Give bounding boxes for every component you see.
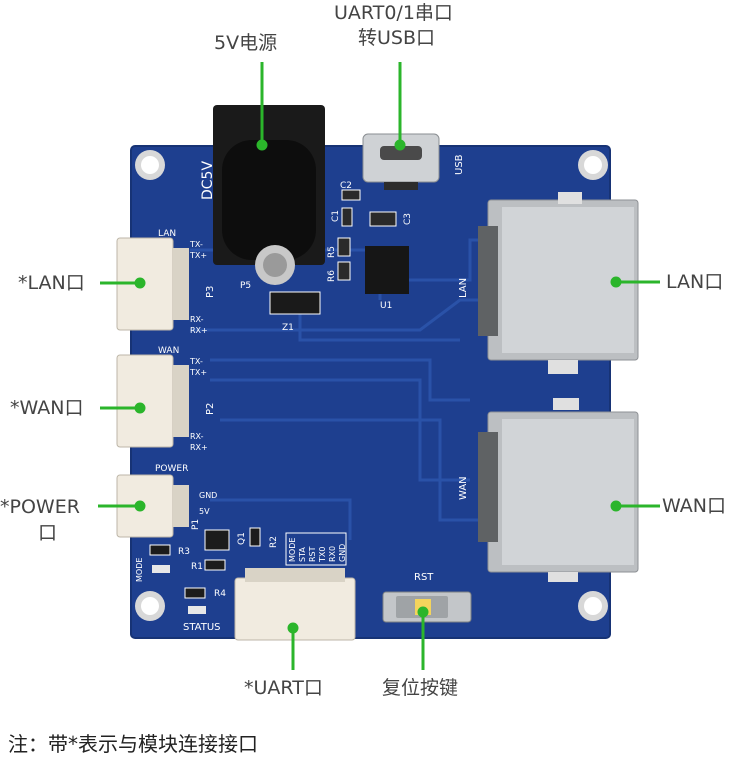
uart-pin-labels: MODE STA RST TX0 RX0 GND: [288, 538, 347, 563]
silk-p3: P3: [205, 286, 216, 298]
callout-power-port-line2: 口: [38, 522, 58, 544]
silk-c2: C2: [340, 181, 352, 191]
callout-power-supply: 5V电源: [214, 32, 278, 54]
smd-lower-components: [149, 527, 261, 599]
silk-r4: R4: [214, 589, 226, 599]
silk-rst: RST: [414, 572, 434, 583]
silk-uart-pin: MODE: [288, 538, 297, 562]
silk-c3: C3: [403, 213, 413, 225]
callout-uart-usb-line1: UART0/1串口: [334, 2, 453, 24]
silk-z1: Z1: [282, 323, 294, 333]
silk-uart-pin: STA: [298, 547, 307, 562]
wan-rj45-jack: [478, 398, 639, 582]
mounting-holes: [135, 150, 608, 621]
silk-usb: USB: [454, 154, 465, 175]
silk-uart-pin: RST: [308, 546, 317, 562]
silk-r5: R5: [327, 246, 337, 258]
smd-components: [337, 189, 397, 281]
silk-q1: Q1: [237, 532, 247, 545]
callout-uart-usb-line2: 转USB口: [358, 27, 436, 49]
silk-uart-pin: GND: [338, 544, 347, 562]
silk-mode: MODE: [135, 558, 144, 582]
silk-r6: R6: [327, 270, 337, 282]
silk-lan-header: LAN: [158, 229, 176, 239]
callout-power-port-line1: *POWER: [0, 496, 80, 518]
uart-pin-label-box: [285, 532, 347, 566]
silk-wan-txp: TX+: [189, 368, 207, 377]
silk-wan-header: WAN: [158, 346, 179, 356]
silk-wan-rxp: RX+: [190, 443, 208, 452]
silk-uart-pin: TX0: [318, 547, 327, 563]
silk-lan-rxm: RX-: [190, 315, 204, 324]
silk-lan-jack: LAN: [458, 278, 469, 298]
silk-lan-txp: TX+: [189, 251, 207, 260]
silk-wan-rxm: RX-: [190, 432, 204, 441]
silk-power-header: POWER: [155, 464, 188, 474]
silk-p1: P1: [191, 519, 201, 530]
silk-uart-pin: RX0: [328, 546, 337, 562]
callout-wan-port-left: *WAN口: [10, 397, 84, 419]
wan-header-connector: [116, 354, 189, 448]
silk-gnd: GND: [199, 491, 217, 500]
silk-wan-txm: TX-: [189, 357, 203, 366]
silk-dc5v: DC5V: [200, 161, 216, 200]
callout-lines: [98, 62, 660, 670]
silk-r3: R3: [178, 547, 190, 557]
callout-lan-port-right: LAN口: [666, 271, 724, 293]
silk-u1: U1: [380, 301, 392, 311]
callout-wan-port-right: WAN口: [662, 495, 726, 517]
reset-button: [382, 591, 472, 623]
silk-p2: P2: [205, 403, 216, 415]
uart-header-connector: [234, 568, 356, 641]
mode-led: [152, 565, 170, 573]
callout-lan-port-left: *LAN口: [18, 272, 85, 294]
silk-lan-txm: TX-: [189, 240, 203, 249]
callout-reset-button: 复位按键: [382, 677, 459, 699]
silk-wan-jack: WAN: [458, 476, 469, 500]
silk-status: STATUS: [183, 622, 221, 633]
silk-r1: R1: [191, 562, 203, 572]
u1-chip: [365, 246, 409, 294]
silk-5v: 5V: [199, 507, 210, 516]
footnote: 注：带*表示与模块连接接口: [8, 732, 258, 756]
dc-power-jack: [213, 105, 325, 285]
silk-r2: R2: [269, 536, 279, 548]
silk-p5: P5: [240, 281, 251, 291]
z1-diode: [269, 291, 321, 315]
status-led: [188, 606, 206, 614]
silk-c1: C1: [331, 210, 341, 222]
callout-uart-port: *UART口: [244, 677, 323, 699]
silk-lan-rxp: RX+: [190, 326, 208, 335]
